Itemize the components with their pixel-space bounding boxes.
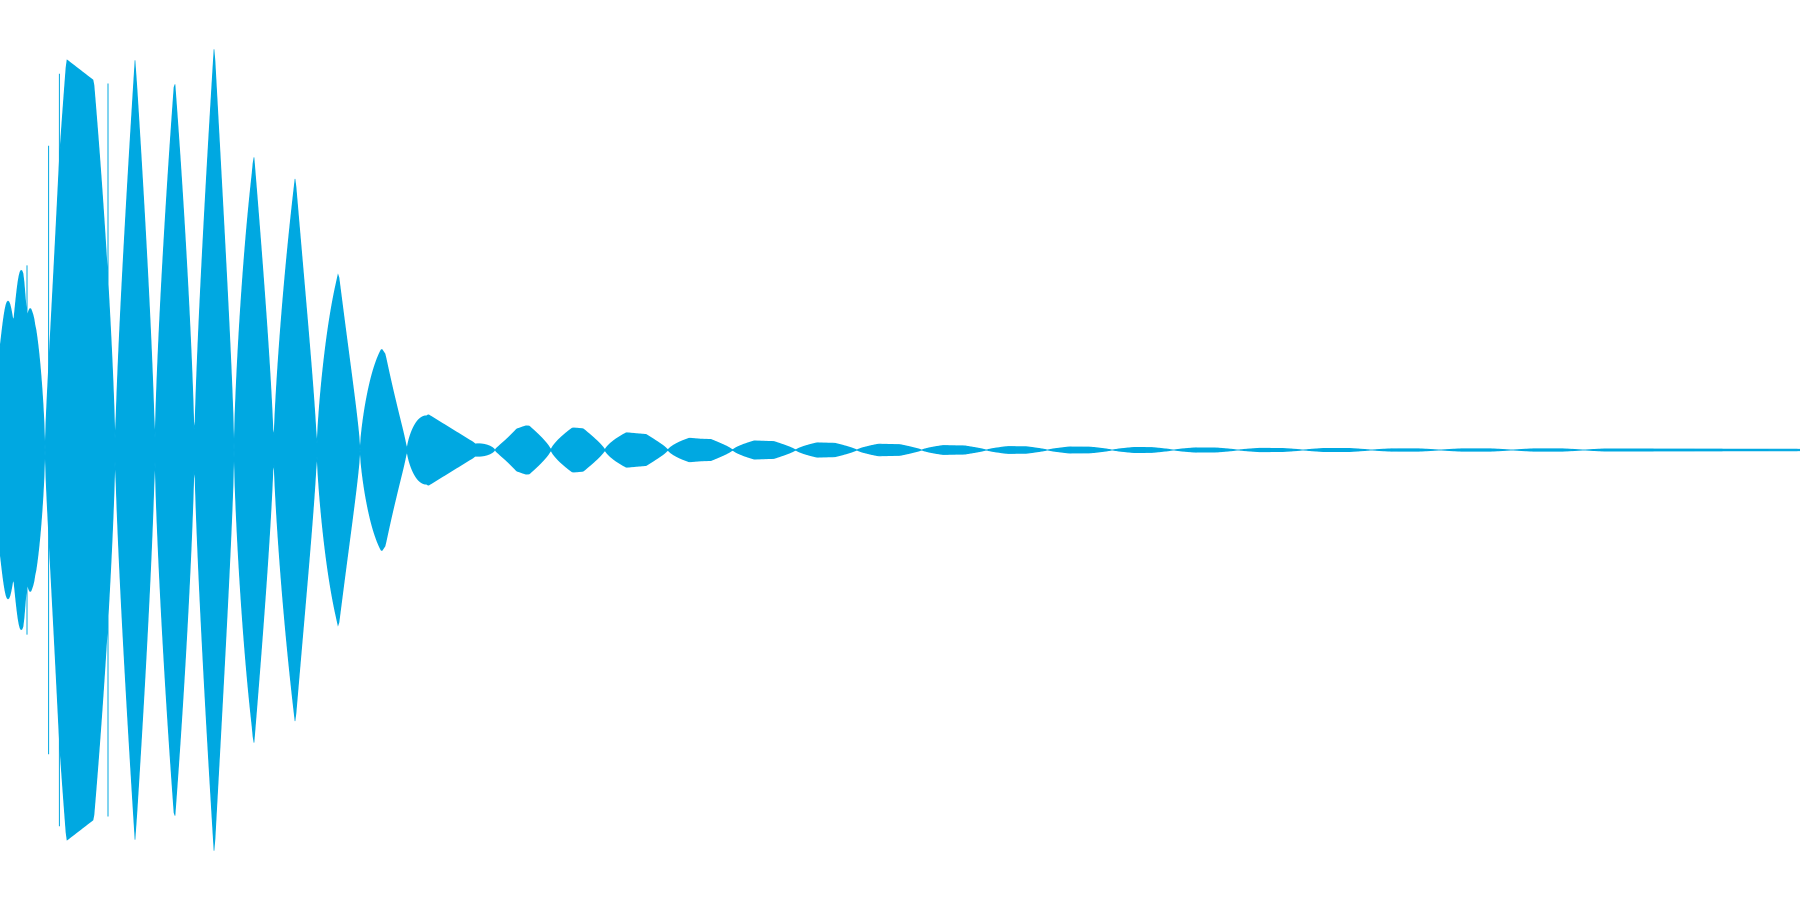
waveform-chart [0,49,1800,851]
waveform-plot-area [0,49,1800,851]
